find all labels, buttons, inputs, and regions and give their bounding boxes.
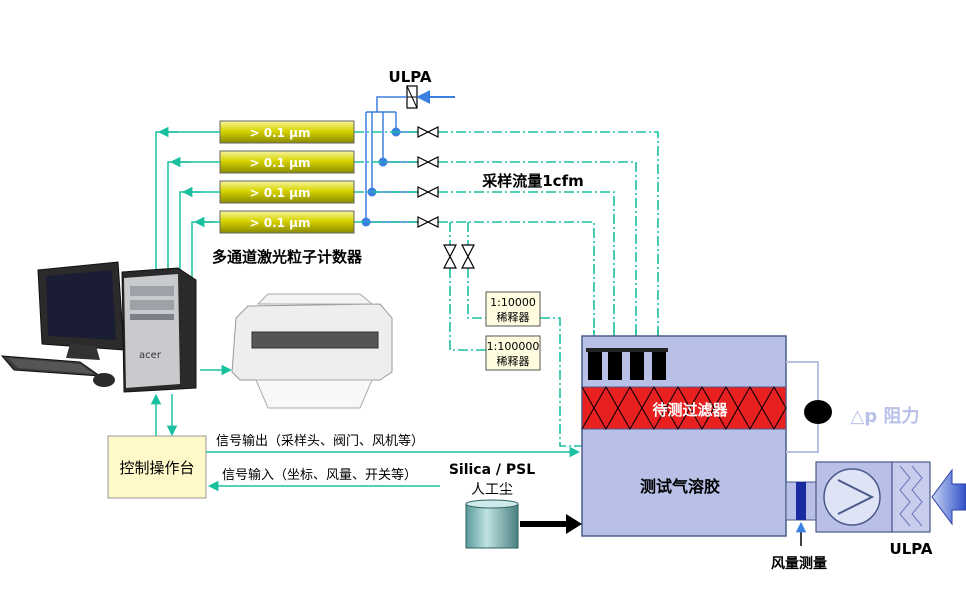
sampling-lines <box>354 131 659 447</box>
signal-output-label: 信号输出（采样头、阀门、风机等） <box>216 433 424 449</box>
airflow-label: 风量测量 <box>771 555 827 572</box>
dilutor-2-ratio: 1:100000 <box>487 340 540 353</box>
signal-input-label: 信号输入（坐标、风量、开关等） <box>222 467 417 483</box>
ulpa-right-label: ULPA <box>890 540 933 558</box>
valve-icons <box>417 126 475 269</box>
dilutor-1-name: 稀释器 <box>497 311 530 324</box>
counter-label: 多通道激光粒子计数器 <box>212 248 363 266</box>
ulpa-right-filter <box>891 461 931 533</box>
control-console <box>107 435 207 499</box>
pressure-gauge <box>786 361 832 453</box>
computer: acer <box>0 261 197 393</box>
sampling-heads <box>586 348 668 380</box>
aerosol-label: 测试气溶胶 <box>640 477 720 496</box>
counter-channel-1: > 0.1 µm <box>219 120 355 144</box>
dilutor-1: 1:10000 稀释器 <box>485 291 541 327</box>
counter-channel-label: > 0.1 µm <box>249 156 310 170</box>
counter-data-lines <box>155 131 220 282</box>
junction-dots <box>361 127 401 227</box>
test-chamber: 待测过滤器 测试气溶胶 <box>581 335 787 537</box>
dust-label-2: 人工尘 <box>471 482 513 498</box>
counter-data-arrowheads <box>157 126 214 228</box>
counter-channel-label: > 0.1 µm <box>249 186 310 200</box>
inlet-arrow-icon <box>931 468 966 526</box>
clean-air-distribution <box>365 96 418 223</box>
filter-label: 待测过滤器 <box>652 401 728 419</box>
counter-channel-4: > 0.1 µm <box>219 210 355 234</box>
fan-unit <box>815 461 893 533</box>
counter-channel-label: > 0.1 µm <box>249 216 310 230</box>
computer-brand: acer <box>139 350 162 361</box>
dilutor-2: 1:100000 稀释器 <box>485 335 541 371</box>
counter-channel-3: > 0.1 µm <box>219 180 355 204</box>
dilutor-2-name: 稀释器 <box>497 355 530 368</box>
ulpa-top-filter <box>406 85 418 109</box>
counter-channel-2: > 0.1 µm <box>219 150 355 174</box>
dust-generator <box>465 499 519 549</box>
filter-under-test: 待测过滤器 <box>581 385 787 431</box>
counter-channel-label: > 0.1 µm <box>249 126 310 140</box>
dust-feed-arrow <box>520 514 582 534</box>
console-computer-links <box>150 393 178 437</box>
dilutor-1-ratio: 1:10000 <box>490 296 536 309</box>
airflow-meter <box>785 481 817 521</box>
dp-label: △p 阻力 <box>851 406 920 427</box>
dust-label-1: Silica / PSL <box>449 462 535 478</box>
flow-label: 采样流量1cfm <box>481 172 584 190</box>
printer <box>231 293 393 409</box>
ulpa-top-label: ULPA <box>389 68 432 86</box>
console-label: 控制操作台 <box>119 459 194 477</box>
particle-counter: > 0.1 µm > 0.1 µm > 0.1 µm > 0.1 µm <box>219 120 355 234</box>
